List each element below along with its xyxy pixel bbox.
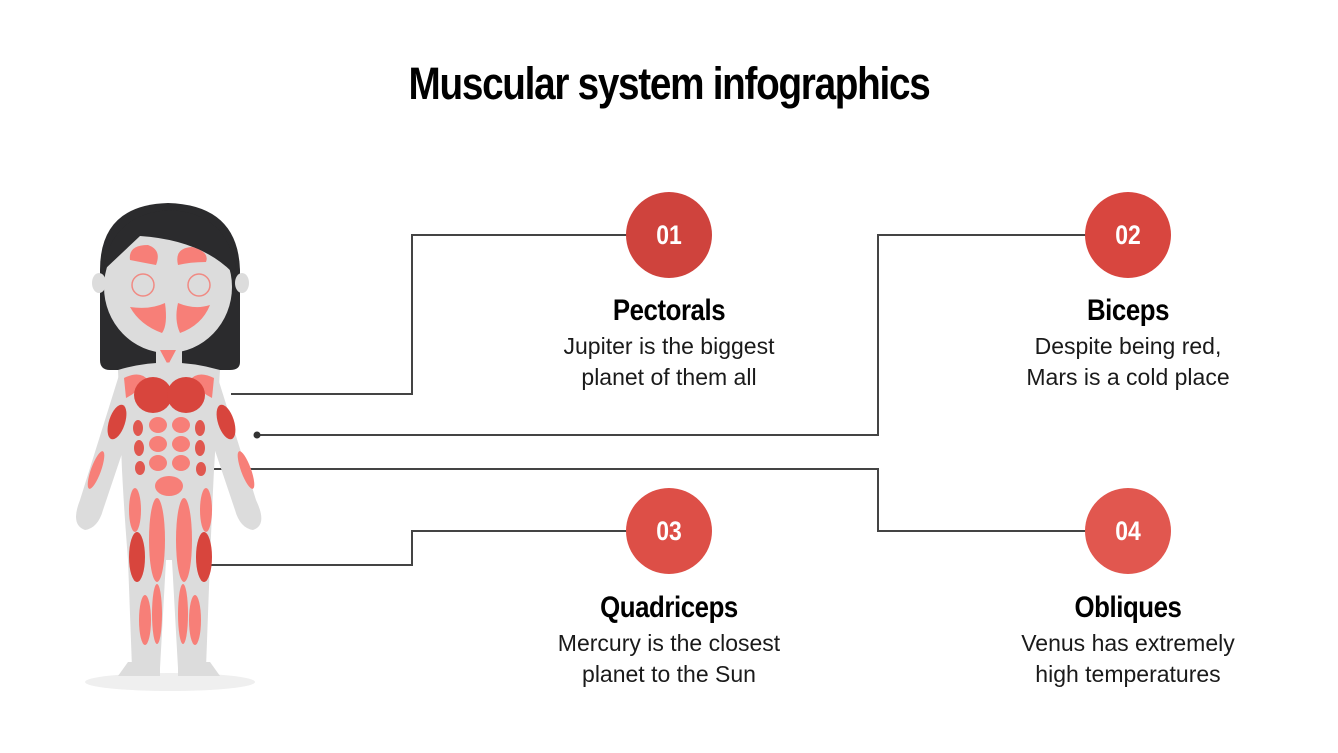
info-description: Venus has extremely high temperatures	[978, 628, 1278, 690]
info-block-biceps: Biceps Despite being red, Mars is a cold…	[978, 293, 1278, 393]
muscle-pectoral-right	[167, 377, 205, 413]
info-description: Jupiter is the biggest planet of them al…	[519, 331, 819, 393]
step-number-badge-03: 03	[626, 488, 712, 574]
connector-biceps	[257, 234, 1090, 436]
muscle-quadricep-right	[196, 532, 212, 582]
step-number-badge-04: 04	[1085, 488, 1171, 574]
step-number-badge-01: 01	[626, 192, 712, 278]
info-block-quadriceps: Quadriceps Mercury is the closest planet…	[519, 590, 819, 690]
info-block-obliques: Obliques Venus has extremely high temper…	[978, 590, 1278, 690]
info-description: Despite being red, Mars is a cold place	[978, 331, 1278, 393]
muscle-pectoral-left	[134, 377, 172, 413]
connector-obliques	[202, 468, 1090, 532]
torso	[118, 362, 220, 668]
info-heading: Obliques	[1074, 591, 1182, 624]
page-title: Muscular system infographics	[408, 58, 931, 109]
info-description-line: planet of them all	[581, 364, 757, 390]
info-heading: Biceps	[1086, 294, 1170, 327]
connector-pectorals	[231, 234, 630, 395]
ground-shadow	[85, 673, 255, 691]
muscle-quadricep-left	[129, 532, 145, 582]
step-number-badge-02: 02	[1085, 192, 1171, 278]
muscle-bicep-right	[216, 404, 236, 440]
muscle-bicep-left	[107, 404, 127, 440]
info-heading: Quadriceps	[600, 591, 738, 624]
step-number: 01	[656, 219, 682, 250]
connector-quadriceps	[202, 530, 630, 566]
info-description-line: Mars is a cold place	[1026, 364, 1230, 390]
info-description-line: Venus has extremely	[1021, 630, 1235, 656]
step-number: 04	[1115, 515, 1141, 546]
info-block-pectorals: Pectorals Jupiter is the biggest planet …	[519, 293, 819, 393]
info-description-line: planet to the Sun	[582, 661, 756, 687]
connector-dot-biceps	[253, 431, 261, 439]
info-description-line: high temperatures	[1035, 661, 1221, 687]
info-description: Mercury is the closest planet to the Sun	[519, 628, 819, 690]
info-description-line: Despite being red,	[1034, 333, 1222, 359]
info-description-line: Mercury is the closest	[557, 630, 781, 656]
info-heading: Pectorals	[612, 294, 726, 327]
step-number: 03	[656, 515, 682, 546]
step-number: 02	[1115, 219, 1141, 250]
muscle-oblique	[196, 462, 206, 476]
info-description-line: Jupiter is the biggest	[563, 333, 775, 359]
